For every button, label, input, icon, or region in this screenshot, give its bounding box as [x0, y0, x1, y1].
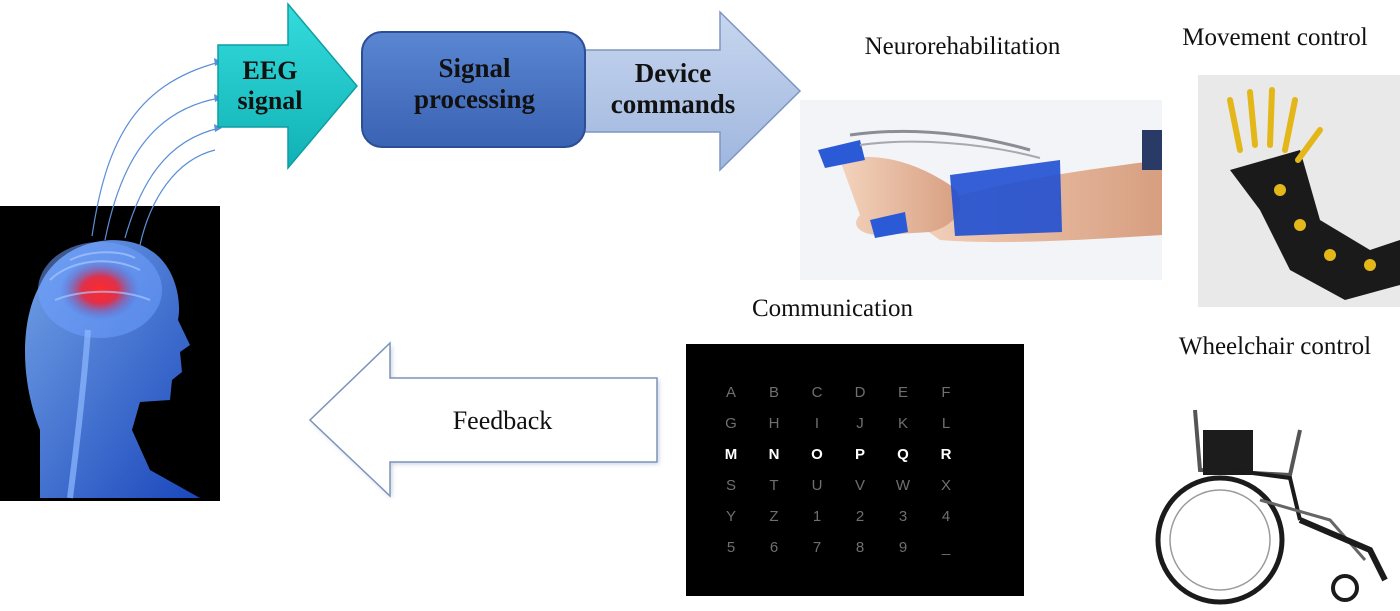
commands-label-line2: commands: [610, 89, 736, 120]
eeg-signal-arrow: [217, 1, 358, 171]
speller-cell: C: [811, 384, 823, 401]
speller-cell: J: [856, 415, 864, 432]
speller-cell: I: [814, 415, 820, 432]
signal-processing-box: [361, 31, 586, 148]
speller-cell: 9: [898, 539, 908, 556]
speller-cell: D: [854, 384, 866, 401]
speller-cell: 4: [941, 508, 951, 525]
speller-cell: G: [725, 415, 737, 432]
speller-cell: 2: [855, 508, 865, 525]
speller-cell: Y: [725, 508, 736, 525]
speller-cell: 3: [898, 508, 908, 525]
speller-cell: Z: [769, 508, 779, 525]
speller-cell: A: [725, 384, 736, 401]
speller-cell: M: [724, 446, 738, 463]
speller-cell: L: [941, 415, 951, 432]
speller-cell: W: [895, 477, 911, 494]
speller-cell: P: [854, 446, 865, 463]
speller-cell: F: [941, 384, 951, 401]
speller-cell: 1: [812, 508, 822, 525]
speller-cell: X: [940, 477, 951, 494]
device-commands-arrow: [559, 10, 802, 172]
speller-cell: V: [854, 477, 865, 494]
movement-control-title: Movement control: [1182, 24, 1368, 51]
speller-cell: N: [768, 446, 780, 463]
feedback-arrow: [308, 341, 659, 498]
processing-label-line2: processing: [413, 84, 535, 115]
neurorehab-image: [800, 100, 1162, 280]
signal-processing-label: Signal processing: [372, 53, 577, 115]
speller-cell: _: [941, 539, 951, 556]
feedback-label: Feedback: [452, 406, 553, 435]
speller-cell: 6: [769, 539, 779, 556]
movement-control-image: [1198, 75, 1400, 307]
commands-label-line1: Device: [634, 58, 712, 88]
speller-cell: S: [725, 477, 736, 494]
speller-cell: H: [768, 415, 780, 432]
speller-cell: O: [811, 446, 823, 463]
processing-label-line1: Signal: [438, 53, 511, 83]
eeg-signal-label: EEG signal: [222, 56, 318, 116]
eeg-label-line1: EEG: [242, 56, 298, 85]
eeg-label-line2: signal: [237, 85, 303, 115]
speller-cell: Q: [897, 446, 909, 463]
speller-cell: 7: [812, 539, 822, 556]
speller-matrix: A B C D E F G H I J K L M N O P Q R S T U V W X Y Z 1 2 3 4 5 6 7 8 9 _: [686, 344, 1024, 596]
speller-cell: K: [897, 415, 908, 432]
speller-cell: U: [811, 477, 823, 494]
speller-cell: E: [897, 384, 908, 401]
speller-cell: R: [940, 446, 952, 463]
head-brain-image: [0, 206, 220, 501]
neurorehabilitation-title: Neurorehabilitation: [864, 33, 1061, 60]
electrode-lines: [91, 61, 221, 246]
speller-cell: T: [769, 477, 779, 494]
speller-cell: 8: [855, 539, 865, 556]
speller-cell: B: [768, 384, 779, 401]
communication-title: Communication: [751, 295, 914, 322]
speller-cell: 5: [726, 539, 736, 556]
wheelchair-control-title: Wheelchair control: [1178, 333, 1372, 360]
wheelchair-image: [1150, 395, 1400, 611]
device-commands-label: Device commands: [588, 58, 758, 120]
